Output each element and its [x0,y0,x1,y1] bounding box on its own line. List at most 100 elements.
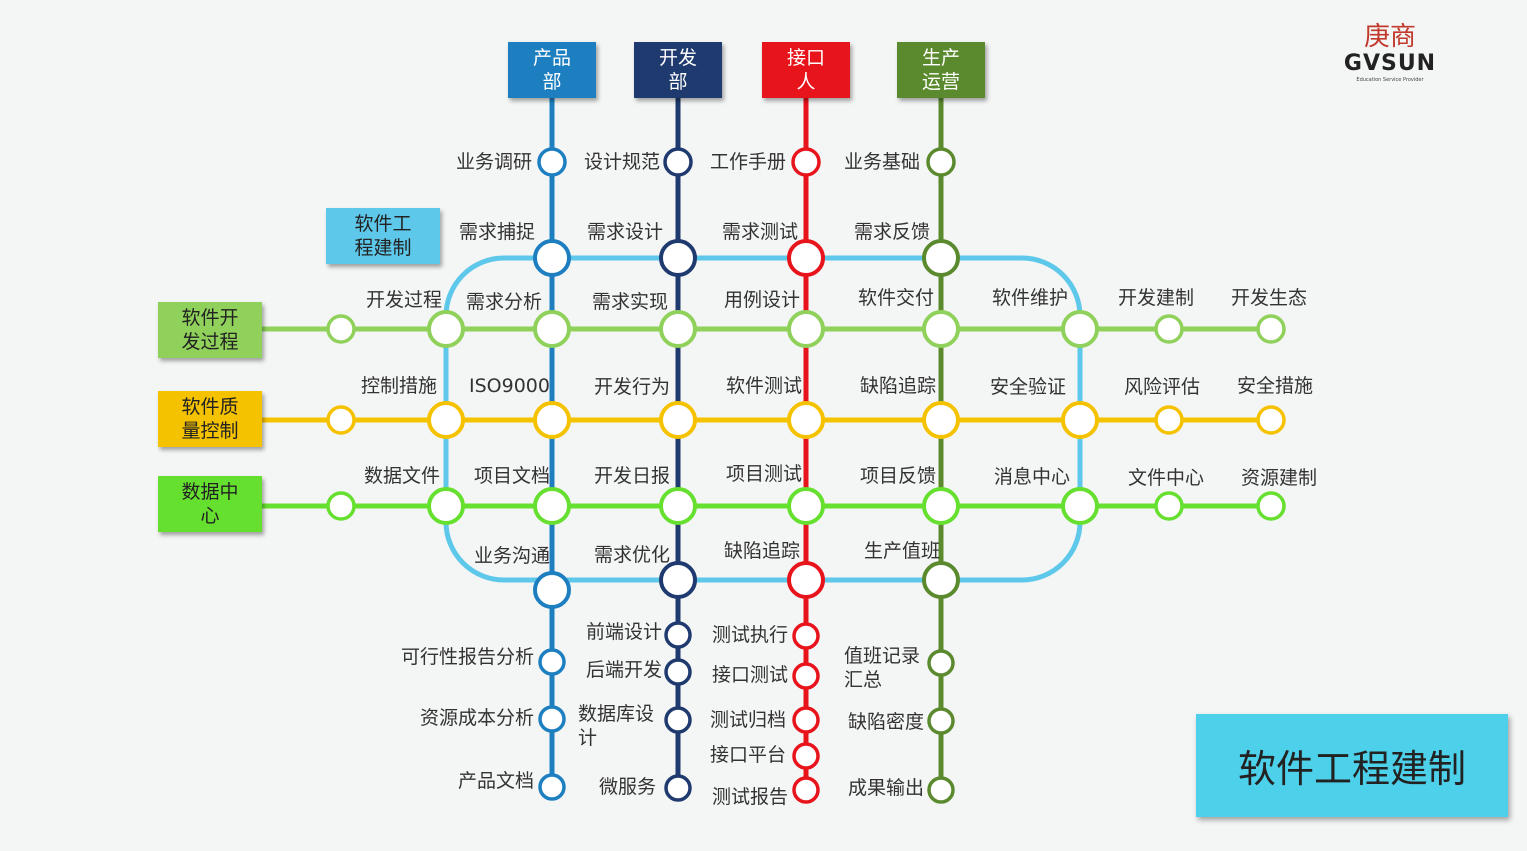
product-1-label: 可行性报告分析 [401,646,534,668]
interface-bottom-label: 缺陷追踪 [724,540,800,562]
quality-right-station [1061,401,1099,439]
ops-bottom-label: 生产值班 [864,540,940,562]
data-dev-station [659,487,697,525]
product-req-label: 需求捕捉 [459,221,535,243]
dev-1-label: 前端设计 [586,621,662,643]
interface-req-station [787,239,825,277]
logo-english: GVSUN [1343,51,1437,76]
quality-start-label: 控制措施 [361,375,437,397]
process-ops-label: 软件交付 [858,287,934,309]
quality-ext-station [1256,405,1286,435]
dev-top-station [663,147,693,177]
logo-chinese: 庚商 [1363,22,1416,52]
process-dev-station [659,310,697,348]
quality-loop-station [427,401,465,439]
product-req-station [533,239,571,277]
data-right-label: 文件中心 [1128,467,1204,489]
dev-req-label: 需求设计 [587,221,663,243]
junction-9-station [427,310,465,348]
ops-1-station [927,649,955,677]
interface-3-label: 测试归档 [710,709,786,731]
gvsun-logo: 庚商 GVSUN Education Service Provider [1330,22,1450,84]
quality-label: 软件质 量控制 [158,391,262,447]
process-ext2-label: 开发生态 [1231,287,1307,309]
labels-layer: 业务调研设计规范工作手册业务基础需求捕捉需求设计需求测试需求反馈开发过程需求分析… [361,151,1317,808]
data-center-label: 数据中 心 [158,476,262,532]
interface-1-station [792,622,820,650]
interface-5-label: 测试报告 [712,786,788,808]
product-2-station [538,705,566,733]
data-ops-label: 消息中心 [994,466,1070,488]
quality-loop-label: ISO9000 [469,375,550,397]
data-start-label: 数据文件 [364,465,440,487]
interface-1-label: 测试执行 [712,624,788,646]
quality-dev-label: 软件测试 [726,375,802,397]
quality-dev-station [659,401,697,439]
ops-top-station [926,147,956,177]
ops-3-label: 成果输出 [848,777,924,799]
ops-req-station [922,239,960,277]
dev-4-label: 微服务 [599,776,656,798]
product-top-station [537,147,567,177]
data-start-station [326,491,356,521]
process-start-station [326,314,356,344]
process-ext2-station [1256,314,1286,344]
ops-req-label: 需求反馈 [854,221,930,243]
interface-top-label: 工作手册 [710,151,786,173]
interface-5-station [792,776,820,804]
product-bottom-label: 业务沟通 [474,545,550,567]
dev-req-station [659,239,697,277]
product-1-station [538,648,566,676]
interface-4-station [792,742,820,770]
interface-2-station [792,662,820,690]
dev-dept-header: 开发 部 [634,42,722,98]
dev-bottom-station [659,561,697,599]
quality-start-station [326,405,356,435]
quality-interface-label: 缺陷追踪 [860,375,936,397]
interface-3-station [792,706,820,734]
process-label: 软件开 发过程 [158,302,262,358]
quality-interface-station [787,401,825,439]
process-loop-label: 软件维护 [992,287,1068,309]
product-2-label: 资源成本分析 [420,707,534,729]
data-dev-label: 项目测试 [726,463,802,485]
product-top-label: 业务调研 [456,151,532,173]
process-ext1-label: 开发建制 [1118,287,1194,309]
data-loop-station [427,487,465,525]
data-ext-station [1256,491,1286,521]
quality-product-station [533,401,571,439]
data-product-label: 开发日报 [594,465,670,487]
process-dev-label: 需求实现 [592,291,668,313]
data-ext-label: 资源建制 [1241,467,1317,489]
interface-person-header: 接口 人 [762,42,850,98]
process-product-station [533,310,571,348]
dev-4-station [664,774,692,802]
process-ops-station [922,310,960,348]
process-start-label: 开发过程 [366,289,442,311]
quality-ops-station [922,401,960,439]
dev-3-label: 数据库设计 [578,703,654,749]
ops-3-station [927,776,955,804]
interface-bottom-station [787,561,825,599]
junction-33-station [1154,491,1184,521]
data-interface-label: 项目反馈 [860,465,936,487]
process-interface-label: 用例设计 [724,289,800,311]
process-loop-station [1061,310,1099,348]
data-interface-station [787,487,825,525]
product-3-station [538,773,566,801]
ops-top-label: 业务基础 [844,151,920,173]
process-ext1-station [1154,314,1184,344]
quality-ops-label: 安全验证 [990,376,1066,398]
dev-bottom-label: 需求优化 [594,544,670,566]
quality-product-label: 开发行为 [594,376,670,398]
logo-tagline: Education Service Provider [1356,77,1424,83]
interface-2-label: 接口测试 [712,664,788,686]
product-3-label: 产品文档 [458,770,534,792]
junction-24-station [1154,405,1184,435]
quality-ext-label: 安全措施 [1237,375,1313,397]
dev-top-label: 设计规范 [584,151,660,173]
data-loop-label: 项目文档 [474,465,550,487]
engineering-label: 软件工 程建制 [326,208,440,264]
process-product-label: 需求分析 [466,291,542,313]
